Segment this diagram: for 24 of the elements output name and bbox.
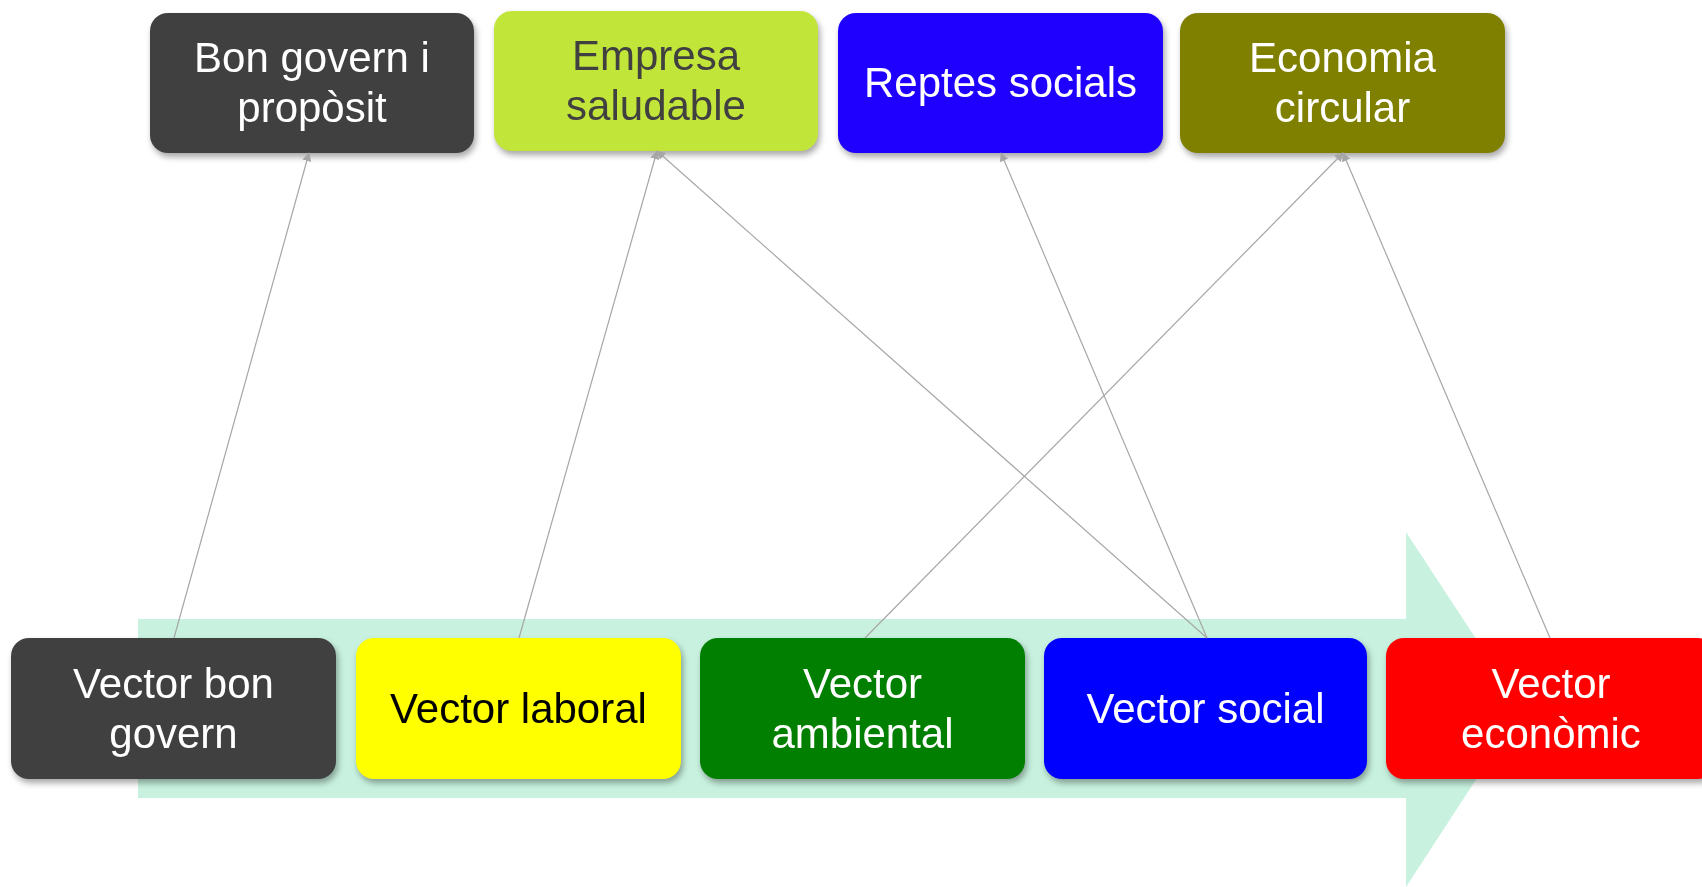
box-label: Vector ambiental: [770, 658, 955, 759]
box-label: Economia circular: [1248, 33, 1437, 133]
arrow: [656, 150, 1208, 639]
category-box: [700, 638, 1025, 779]
box-label: Vector bon govern: [72, 658, 275, 759]
box-label: Reptes socials: [863, 58, 1138, 108]
category-box: [11, 638, 336, 779]
box-label: Vector social: [1086, 683, 1325, 734]
box-label: Vector laboral: [390, 683, 647, 734]
category-box: [356, 638, 681, 779]
category-box: [1180, 13, 1505, 153]
category-box: [1386, 638, 1702, 779]
box-label: Empresa saludable: [565, 31, 747, 131]
arrow: [864, 152, 1344, 639]
category-box: [1044, 638, 1367, 779]
category-box: [494, 11, 818, 151]
box-label: Vector econòmic: [1460, 658, 1642, 759]
arrow: [1000, 152, 1208, 639]
box-label: Bon govern i propòsit: [193, 33, 431, 133]
arrow: [1342, 152, 1551, 639]
category-box: [838, 13, 1163, 153]
arrow: [173, 152, 312, 639]
arrow: [518, 150, 660, 639]
category-box: [150, 13, 474, 153]
